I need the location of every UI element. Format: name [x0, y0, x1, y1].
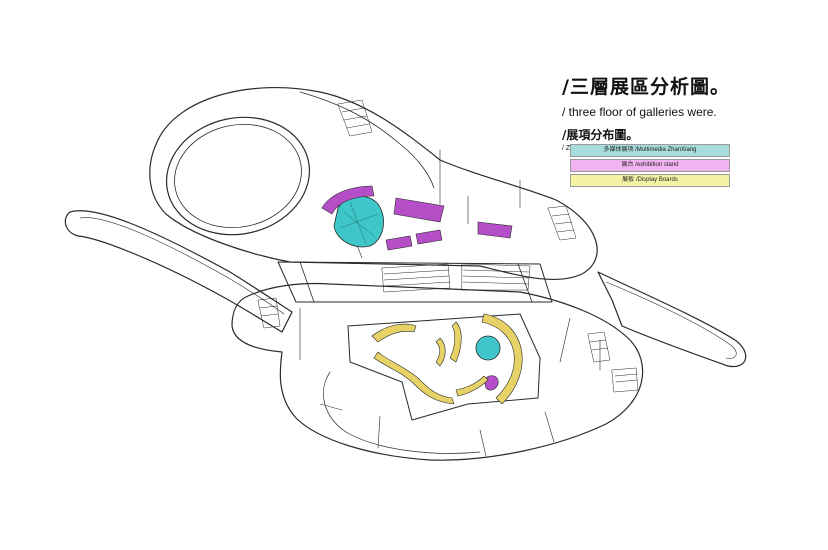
title-main-cn: /三層展區分析圖。 [562, 76, 730, 98]
display-boards [371, 313, 523, 405]
seating-right [461, 263, 531, 291]
seating-left [381, 263, 451, 293]
title-main-en: / three floor of galleries were. [562, 105, 717, 119]
left-ramp-outline [64, 210, 293, 333]
stair-right-steps [611, 367, 639, 393]
left-ramp-inner [79, 217, 285, 315]
oval-track-outer [165, 116, 311, 236]
stair-upper-left [337, 99, 373, 137]
stair-right-top [547, 205, 577, 241]
lower-building-outline [231, 282, 644, 461]
lower-building-inner-curve [323, 371, 481, 454]
upper-loop-outline [149, 86, 598, 281]
stair-left-lower [257, 297, 281, 329]
inner-gallery-outline [347, 313, 541, 421]
multimedia-exhibits [333, 195, 501, 361]
legend-exhibition-stand: 展台 /exhibition stand [570, 159, 730, 172]
exhibition-stands [321, 185, 513, 391]
title-sub-cn: /展項分布圖。 [562, 128, 639, 142]
legend-display-boards: 展板 /Display Boards [570, 174, 730, 187]
legend-multimedia: 多媒体展项 /Multimedia ZhanXiang [570, 144, 730, 157]
right-ramp-outline [597, 271, 747, 368]
right-ramp-inner [605, 281, 737, 359]
stair-right-lower [587, 331, 611, 363]
upper-loop-inner-curve [299, 91, 435, 189]
oval-track-inner [174, 123, 302, 229]
central-bridge [277, 261, 553, 303]
title-block: /三層展區分析圖。 / three floor of galleries wer… [562, 72, 812, 152]
